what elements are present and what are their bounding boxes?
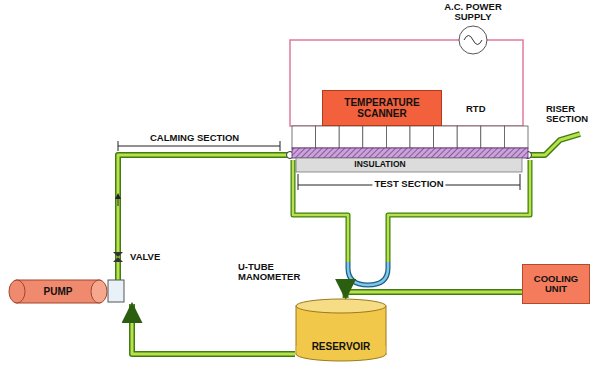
rtd-cell — [363, 126, 387, 148]
pipe-connector — [346, 292, 522, 298]
node-label: RESERVOIR — [312, 341, 371, 352]
test-section-bracket — [298, 174, 520, 190]
node-label: TEMPERATURE SCANNER — [326, 97, 438, 119]
instrument-name: U-TUBE MANOMETER — [238, 262, 300, 283]
section-name: RISER SECTION — [546, 104, 590, 125]
pipe-loop — [118, 134, 580, 285]
cooling-unit: COOLING UNIT — [522, 264, 590, 304]
reservoir-tank: RESERVOIR — [295, 298, 387, 362]
power-wire — [290, 40, 523, 126]
rtd-cells — [292, 126, 528, 148]
valve-symbol — [113, 252, 123, 262]
flow-arrow — [118, 196, 119, 206]
rtd-cell — [481, 126, 505, 148]
rtd-cell — [316, 126, 340, 148]
rtd-cell — [457, 126, 481, 148]
node-label: COOLING UNIT — [526, 274, 586, 295]
pipe-connector — [132, 304, 295, 354]
section-name: TEST SECTION — [372, 179, 445, 189]
power-supply: A.C. POWER SUPPLY — [428, 2, 518, 56]
section-name: CALMING SECTION — [150, 133, 239, 143]
part-name: INSULATION — [354, 160, 405, 169]
rtd-cell — [410, 126, 434, 148]
pump-fitting — [108, 280, 124, 302]
rtd-cell — [339, 126, 363, 148]
node-label: A.C. POWER SUPPLY — [433, 2, 513, 23]
sensor-name: RTD — [466, 104, 486, 114]
rtd-cell — [386, 126, 410, 148]
node-outline — [295, 298, 387, 362]
rtd-cell — [292, 126, 316, 148]
rtd-cell — [504, 126, 528, 148]
rtd-cell — [434, 126, 458, 148]
scanner-box: TEMPERATURE SCANNER — [322, 90, 442, 126]
node-label: PUMP — [44, 286, 73, 297]
insulation-band — [296, 158, 522, 172]
heated-pipe — [292, 148, 528, 158]
pump-unit: PUMP — [8, 279, 108, 304]
valve-name: VALVE — [130, 252, 160, 262]
